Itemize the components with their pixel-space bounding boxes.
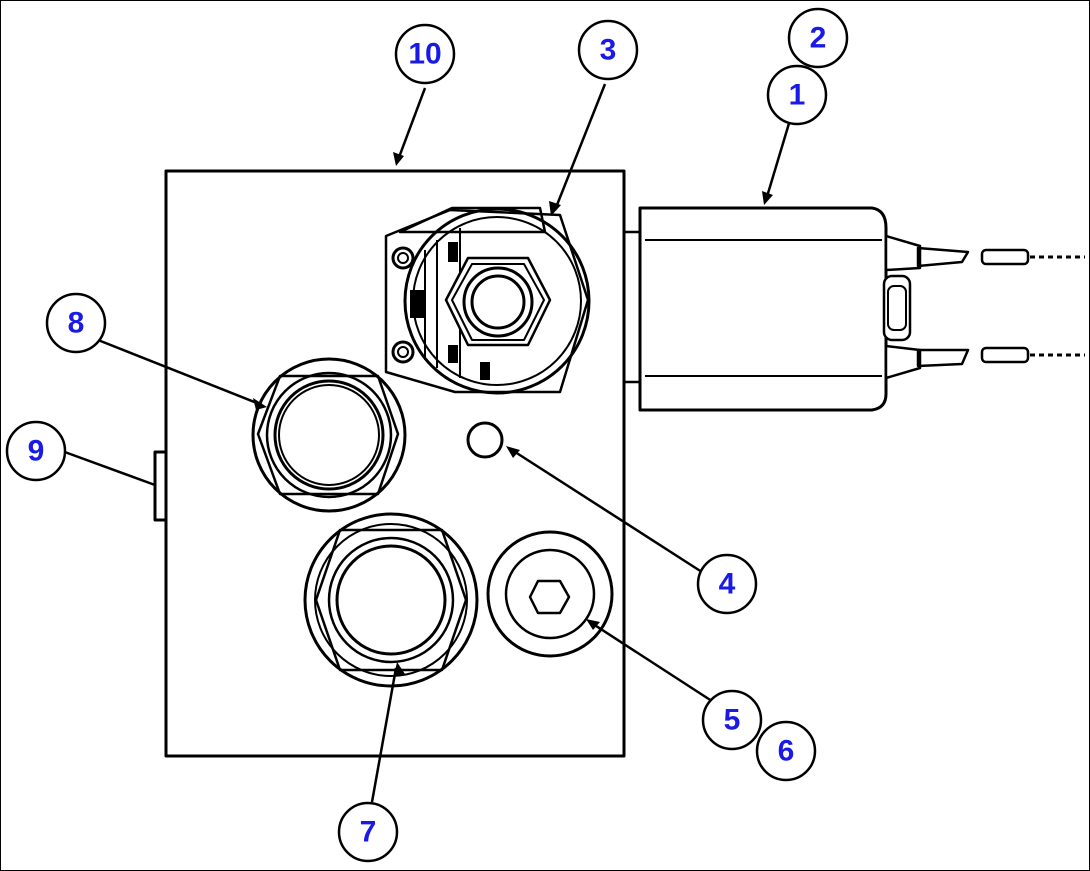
callout-8: 8	[68, 307, 85, 340]
hex-socket-plug	[486, 530, 614, 658]
callout-8-circle	[45, 292, 107, 354]
solenoid-coil	[622, 206, 1085, 412]
callout-1-circle	[766, 64, 828, 126]
callout-5-circle	[701, 689, 763, 751]
callout-5: 5	[724, 704, 741, 737]
callout-10-circle	[394, 23, 456, 85]
port-fitting-upper	[251, 357, 407, 513]
cartridge-valve	[384, 206, 591, 395]
callout-7-circle	[337, 801, 399, 863]
callout-6-circle	[755, 720, 817, 782]
leader-arrowheads	[253, 152, 773, 676]
callout-9-circle	[5, 420, 67, 482]
callout-6: 6	[778, 735, 795, 768]
callout-2: 2	[810, 22, 827, 55]
callout-4: 4	[719, 568, 736, 601]
callout-4-circle	[696, 553, 758, 615]
callout-3-circle	[577, 19, 639, 81]
callout-7: 7	[360, 816, 377, 849]
small-plug	[466, 421, 504, 459]
callout-circles	[5, 7, 849, 863]
callout-1: 1	[789, 79, 806, 112]
callout-9: 9	[28, 435, 45, 468]
leader-lines	[61, 83, 792, 803]
callout-numbers: 1 2 3 4 5 6 7 8 9 10	[28, 22, 827, 849]
callout-10: 10	[408, 38, 441, 71]
side-plug	[153, 450, 168, 522]
callout-3: 3	[600, 34, 617, 67]
callout-2-circle	[787, 7, 849, 69]
port-fitting-lower	[303, 512, 479, 688]
